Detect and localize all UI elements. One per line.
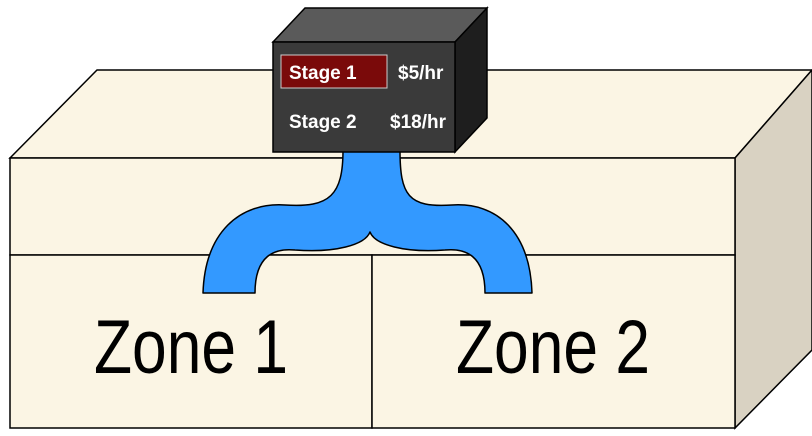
zone-1-label: Zone 1: [94, 304, 288, 389]
air-duct: [202, 149, 533, 294]
controller-top-face: [271, 7, 489, 43]
stage-2-label: Stage 2: [289, 112, 357, 133]
zone-2-room: [371, 254, 736, 429]
stage-1-highlight: [280, 54, 388, 89]
house-box: [8, 68, 812, 430]
stage-1-label: Stage 1: [289, 63, 357, 84]
zone-2-label: Zone 2: [456, 304, 650, 389]
stage-2-rate: $18/hr: [390, 112, 447, 133]
stage-1-rate: $5/hr: [398, 63, 444, 84]
hvac-controller: Stage 1 $5/hr Stage 2 $18/hr: [271, 6, 489, 154]
